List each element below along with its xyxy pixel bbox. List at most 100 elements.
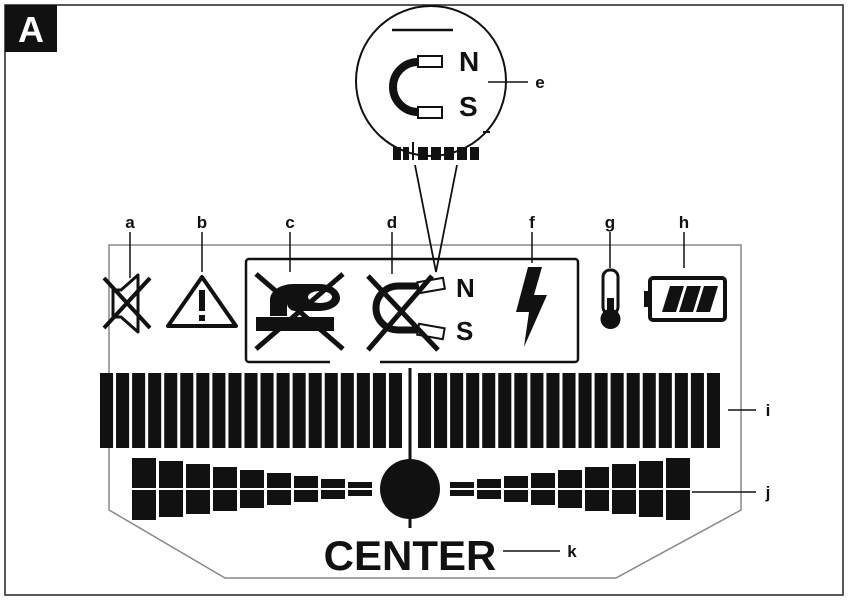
center-segment — [294, 490, 318, 502]
warning-triangle-icon — [168, 277, 236, 326]
center-segment — [639, 490, 663, 517]
magnet-crossed-icon — [368, 276, 445, 350]
callout-e: e — [535, 73, 544, 92]
center-segment — [450, 490, 474, 496]
signal-segment — [148, 373, 161, 448]
center-segment — [504, 476, 528, 488]
center-segment — [213, 490, 237, 511]
signal-segment — [466, 373, 479, 448]
magnifier-north-label: N — [459, 46, 479, 77]
panel-label: A — [18, 9, 44, 50]
magnifier-south-label: S — [459, 91, 478, 122]
signal-segment — [228, 373, 241, 448]
callout-h: h — [679, 213, 689, 232]
display-south-label: S — [456, 316, 473, 346]
center-segment — [321, 479, 345, 488]
center-segment — [240, 490, 264, 508]
signal-segment — [244, 373, 257, 448]
center-segment — [132, 490, 156, 520]
signal-segment — [418, 373, 431, 448]
signal-segment — [659, 373, 672, 448]
signal-segment — [611, 373, 624, 448]
center-segment — [186, 464, 210, 488]
center-segment — [477, 479, 501, 488]
center-segment — [504, 490, 528, 502]
callout-f: f — [529, 213, 535, 232]
signal-segment — [482, 373, 495, 448]
center-segment — [612, 464, 636, 488]
center-segment — [612, 490, 636, 514]
signal-segment — [434, 373, 447, 448]
magnifier-pointer — [415, 165, 457, 272]
center-segment — [477, 490, 501, 499]
signal-segment — [373, 373, 386, 448]
center-segment — [267, 473, 291, 488]
signal-segment — [100, 373, 113, 448]
signal-segment — [293, 373, 306, 448]
magnifier: N S — [356, 6, 506, 272]
center-segment — [585, 490, 609, 511]
sound-off-icon — [104, 275, 150, 332]
callout-d: d — [387, 213, 397, 232]
center-segment — [159, 461, 183, 488]
signal-segment — [389, 373, 402, 448]
center-segment — [450, 482, 474, 488]
signal-segment — [579, 373, 592, 448]
signal-segment — [357, 373, 370, 448]
signal-segment — [196, 373, 209, 448]
magnifier-circle — [356, 6, 506, 156]
signal-segment — [675, 373, 688, 448]
center-segment — [558, 490, 582, 508]
callout-g: g — [605, 213, 615, 232]
center-segment — [558, 470, 582, 488]
signal-segment — [116, 373, 129, 448]
center-segment — [666, 490, 690, 520]
group-frame-gap — [330, 355, 380, 367]
signal-segment — [546, 373, 559, 448]
battery-icon — [644, 278, 725, 320]
callout-k: k — [567, 542, 577, 561]
center-dot — [380, 459, 440, 519]
center-segment — [531, 490, 555, 505]
signal-segment — [341, 373, 354, 448]
center-segment — [585, 467, 609, 488]
signal-segment — [707, 373, 720, 448]
signal-segment — [450, 373, 463, 448]
center-segment — [132, 458, 156, 488]
center-segment — [267, 490, 291, 505]
signal-segment — [212, 373, 225, 448]
center-text: CENTER — [324, 532, 497, 579]
center-segment — [213, 467, 237, 488]
callout-b: b — [197, 213, 207, 232]
display-north-label: N — [456, 273, 475, 303]
callout-j: j — [765, 483, 771, 502]
center-segment — [159, 490, 183, 517]
signal-segment — [132, 373, 145, 448]
lightning-icon — [516, 267, 547, 347]
center-segment — [321, 490, 345, 499]
center-segment — [186, 490, 210, 514]
center-segment — [531, 473, 555, 488]
signal-segment — [595, 373, 608, 448]
center-segment — [240, 470, 264, 488]
metal-crossed-icon — [256, 274, 343, 349]
center-segment — [639, 461, 663, 488]
signal-segment — [530, 373, 543, 448]
callout-c: c — [285, 213, 294, 232]
signal-segment — [325, 373, 338, 448]
signal-segment — [643, 373, 656, 448]
signal-segment — [691, 373, 704, 448]
signal-segment — [180, 373, 193, 448]
signal-segment — [514, 373, 527, 448]
center-segment — [294, 476, 318, 488]
center-segment — [666, 458, 690, 488]
center-segment — [348, 482, 372, 488]
signal-segment — [627, 373, 640, 448]
signal-segment — [498, 373, 511, 448]
thermometer-icon — [601, 270, 621, 329]
signal-segment — [277, 373, 290, 448]
signal-segment — [261, 373, 274, 448]
signal-segment — [309, 373, 322, 448]
